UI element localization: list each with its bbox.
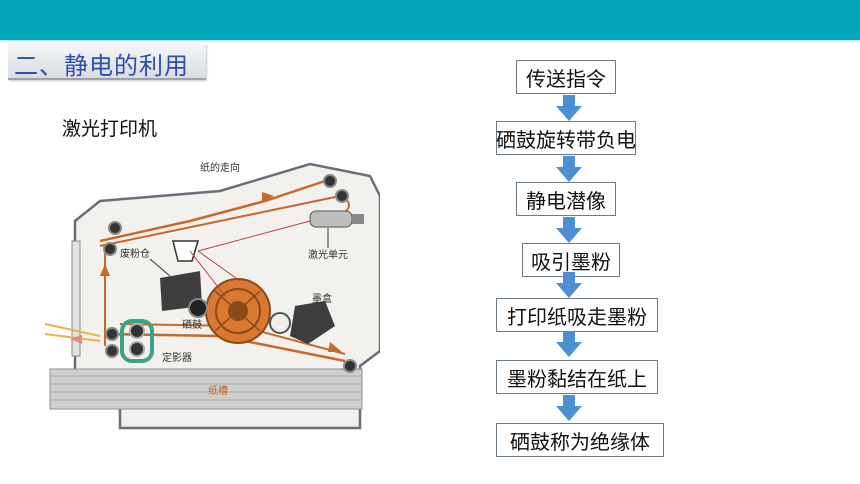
roller	[343, 359, 357, 373]
roller	[105, 344, 119, 358]
flow-step-1: 传送指令	[516, 60, 616, 94]
header-bar	[0, 0, 860, 40]
down-arrow-icon	[556, 395, 582, 421]
down-arrow-icon	[556, 95, 582, 121]
label-tray: 纸槽	[208, 384, 228, 397]
paper-path	[99, 195, 341, 247]
laser-beam	[197, 220, 311, 252]
charge-roller	[269, 312, 291, 334]
toner-cartridge	[290, 301, 335, 344]
label-cartridge: 墨盒	[312, 292, 332, 305]
flow-step-5: 打印纸吸走墨粉	[496, 298, 658, 332]
label-toner-bin: 废粉仓	[120, 247, 150, 260]
paper-guide	[71, 240, 81, 357]
path-arrow	[100, 264, 110, 276]
roller	[103, 242, 117, 256]
leader-line	[149, 258, 171, 277]
fuser-frame	[120, 319, 154, 363]
path-arrow	[262, 192, 274, 202]
flow-step-6: 墨粉黏结在纸上	[496, 360, 658, 394]
drum-ring	[215, 288, 261, 334]
roller	[105, 327, 119, 341]
flow-step-2: 硒鼓旋转带负电	[496, 121, 636, 155]
drum-spoke	[214, 290, 261, 332]
laser-beam	[189, 250, 226, 297]
flow-step-7: 硒鼓称为绝缘体	[496, 423, 664, 457]
down-arrow-icon	[556, 331, 582, 357]
developer-roller	[188, 298, 208, 318]
label-laser-unit: 激光单元	[308, 248, 348, 261]
paper-exit	[44, 333, 101, 342]
fuser-roller	[129, 341, 145, 357]
flow-step-3: 静电潜像	[516, 182, 616, 216]
down-arrow-icon	[556, 156, 582, 182]
laser-printer-diagram: 纸的走向 废粉仓 激光单元 墨盒 硒鼓 定影器 纸槽	[44, 161, 380, 430]
laser-unit	[309, 210, 353, 228]
paper-path	[99, 179, 326, 243]
label-paper-path: 纸的走向	[200, 161, 240, 174]
label-fuser: 定影器	[162, 351, 192, 364]
roller	[108, 221, 122, 235]
printer-label: 激光打印机	[62, 118, 158, 140]
path-arrow	[328, 342, 342, 352]
hopper	[172, 240, 200, 262]
paper-exit	[44, 323, 101, 337]
down-arrow-icon	[556, 217, 582, 243]
laser-beam	[197, 250, 241, 282]
down-arrow-icon	[556, 272, 582, 298]
section-title: 二、静电的利用	[14, 52, 189, 80]
roller	[323, 174, 337, 188]
section-title-box: 二、静电的利用	[8, 44, 206, 80]
path-arrow	[70, 335, 82, 344]
label-drum: 硒鼓	[182, 318, 202, 331]
laser-unit-cap	[352, 214, 364, 224]
flow-step-4: 吸引墨粉	[522, 243, 620, 277]
roller	[335, 189, 349, 203]
paper-tray	[49, 368, 363, 410]
header-shadow	[0, 40, 860, 43]
fuser-roller	[129, 323, 145, 339]
